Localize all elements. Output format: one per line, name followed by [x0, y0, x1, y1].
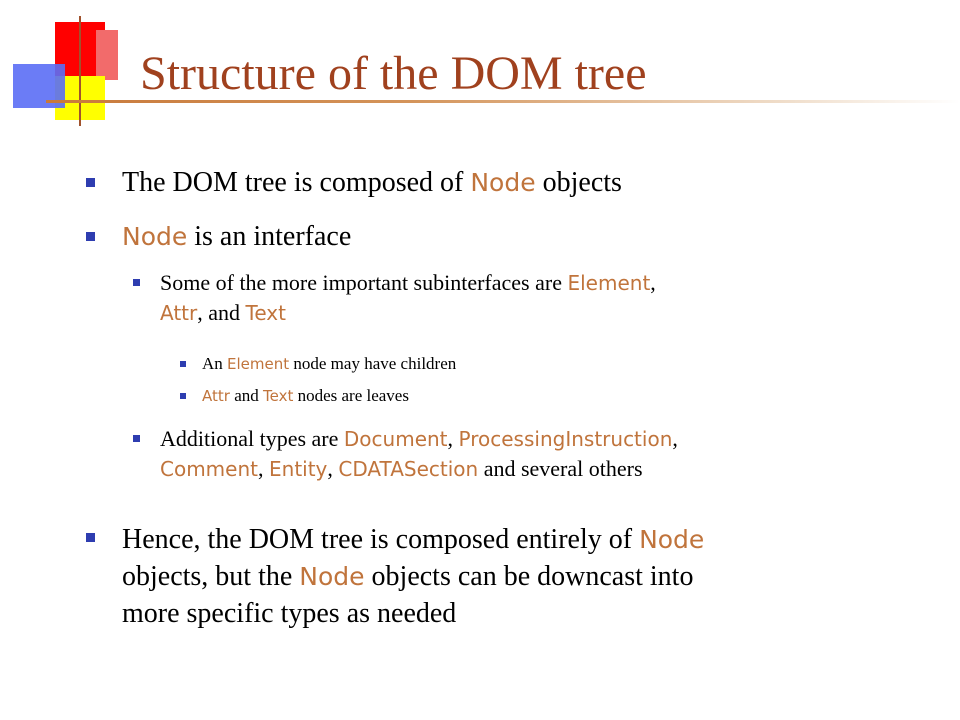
- bullet-square-icon: [180, 393, 186, 399]
- vertical-rule: [79, 16, 81, 126]
- code-term: Node: [299, 562, 365, 591]
- slide-title: Structure of the DOM tree: [140, 47, 647, 100]
- code-term: Node: [122, 222, 188, 251]
- bullet-text: Additional types are Document, Processin…: [160, 426, 678, 481]
- code-term: Element: [567, 271, 651, 295]
- title-underline: [46, 100, 960, 103]
- code-term: Text: [262, 387, 294, 405]
- bullet-text: Some of the more important subinterfaces…: [160, 270, 656, 325]
- bullet-text: Hence, the DOM tree is composed entirely…: [122, 524, 705, 629]
- bullet-square-icon: [86, 178, 95, 187]
- sub-sub-bullet-item: An Element node may have children: [180, 353, 456, 375]
- bullet-square-icon: [86, 533, 95, 542]
- code-term: Node: [470, 168, 536, 197]
- code-term: Text: [245, 301, 286, 325]
- code-term: Document: [343, 427, 448, 451]
- code-term: Attr: [202, 387, 230, 405]
- sub-bullet-item: Some of the more important subinterfaces…: [133, 268, 656, 328]
- sub-sub-bullet-item: Attr and Text nodes are leaves: [180, 385, 409, 407]
- bullet-item: The DOM tree is composed of Node objects: [86, 166, 622, 200]
- bullet-square-icon: [133, 279, 140, 286]
- bullet-item: Hence, the DOM tree is composed entirely…: [86, 521, 704, 632]
- code-term: ProcessingInstruction: [458, 427, 673, 451]
- sub-bullet-item: Additional types are Document, Processin…: [133, 424, 678, 484]
- bullet-text: An Element node may have children: [202, 354, 457, 373]
- bullet-item: Node is an interface: [86, 220, 351, 254]
- bullet-square-icon: [133, 435, 140, 442]
- bullet-text: Attr and Text nodes are leaves: [202, 386, 409, 405]
- code-term: Node: [639, 525, 705, 554]
- code-term: Comment: [160, 457, 258, 481]
- bullet-text: The DOM tree is composed of Node objects: [122, 167, 622, 198]
- bullet-square-icon: [86, 232, 95, 241]
- bullet-text: Node is an interface: [122, 221, 352, 252]
- code-term: Entity: [269, 457, 328, 481]
- bullet-square-icon: [180, 361, 186, 367]
- code-term: Attr: [160, 301, 198, 325]
- code-term: CDATASection: [338, 457, 479, 481]
- code-term: Element: [227, 355, 290, 373]
- pink-square-decoration: [96, 30, 118, 80]
